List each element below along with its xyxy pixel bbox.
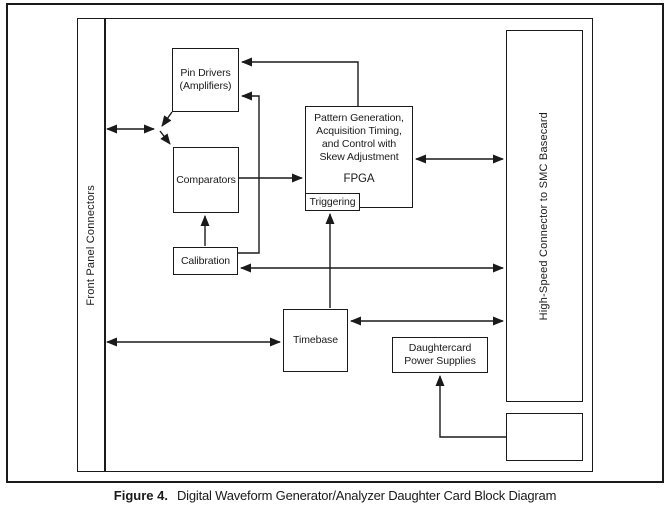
timebase-block: Timebase	[283, 309, 348, 372]
pin-drivers-block: Pin Drivers (Amplifiers)	[172, 48, 239, 112]
timebase-label: Timebase	[293, 334, 338, 346]
front-panel-connectors-label: Front Panel Connectors	[85, 184, 97, 306]
fpga-label-line1: Pattern Generation,	[314, 112, 404, 124]
daughter-card-boundary	[77, 18, 593, 472]
figure-caption: Figure 4. Digital Waveform Generator/Anal…	[0, 488, 670, 503]
fpga-name-label: FPGA	[343, 173, 375, 185]
pin-drivers-label-line2: (Amplifiers)	[179, 80, 232, 92]
figure-caption-label: Figure 4.	[113, 488, 168, 503]
triggering-label: Triggering	[309, 195, 356, 208]
fpga-label-line4: Skew Adjustment	[319, 151, 399, 163]
high-speed-connector-label: High-Speed Connector to SMC Basecard	[538, 111, 550, 321]
high-speed-connector-block: High-Speed Connector to SMC Basecard	[506, 30, 583, 402]
unlabeled-block	[506, 413, 583, 461]
front-panel-connectors-block: Front Panel Connectors	[77, 18, 105, 472]
calibration-label: Calibration	[180, 254, 231, 267]
daughtercard-label-line2: Power Supplies	[404, 355, 476, 367]
fpga-label-line2: Acquisition Timing,	[316, 125, 402, 137]
figure-caption-text: Digital Waveform Generator/Analyzer Daug…	[176, 488, 557, 503]
comparators-label: Comparators	[176, 173, 236, 186]
fpga-block: Pattern Generation, Acquisition Timing, …	[305, 106, 413, 208]
pin-drivers-label-line1: Pin Drivers	[180, 67, 231, 79]
daughtercard-power-supplies-block: Daughtercard Power Supplies	[392, 337, 488, 373]
triggering-block: Triggering	[305, 193, 360, 211]
calibration-block: Calibration	[173, 247, 238, 275]
front-panel-divider-line	[104, 18, 106, 472]
comparators-block: Comparators	[173, 147, 239, 213]
daughtercard-label-line1: Daughtercard	[408, 342, 472, 354]
fpga-label-line3: and Control with	[321, 138, 397, 150]
